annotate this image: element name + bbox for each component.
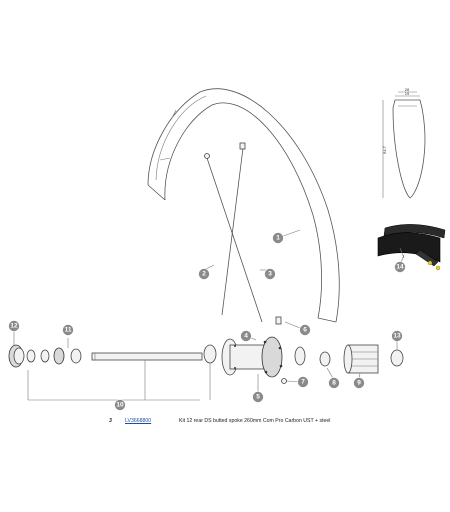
- left-small-parts-drawing: [26, 347, 82, 365]
- part-description: Kit 12 rear DS butted spoke 260mm Com Pr…: [179, 418, 331, 424]
- callout-3: 3: [264, 268, 276, 280]
- parts-list-row: 3 LV3668800 Kit 12 rear DS butted spoke …: [100, 418, 440, 430]
- end-cap-left-drawing: [8, 344, 25, 368]
- callout-13: 13: [391, 330, 403, 342]
- svg-text:2: 2: [202, 271, 206, 278]
- svg-text:13: 13: [393, 333, 401, 340]
- small-parts-center-drawing: [275, 316, 331, 384]
- svg-text:9: 9: [357, 380, 361, 387]
- leader-lines: [13, 229, 405, 401]
- callout-10: 10: [114, 399, 126, 411]
- hub-body-drawing: [221, 336, 283, 378]
- svg-text:6: 6: [303, 327, 307, 334]
- tire-detail-drawing: [377, 224, 446, 271]
- svg-text:7: 7: [301, 379, 305, 386]
- callout-2: 2: [198, 268, 210, 280]
- rim-drawing: [147, 88, 340, 323]
- dimension-outer-width: 28: [405, 87, 410, 92]
- callout-7: 7: [297, 376, 309, 388]
- end-cap-right-drawing: [390, 349, 404, 367]
- hub-bearing-drawing: [203, 344, 217, 364]
- callout-12: 12: [8, 320, 20, 332]
- svg-text:4: 4: [244, 333, 248, 340]
- callout-6: 6: [299, 324, 311, 336]
- part-reference-link[interactable]: LV3668800: [125, 418, 152, 424]
- callout-4: 4: [240, 330, 252, 342]
- axle-drawing: [91, 352, 203, 361]
- dimension-rim-height: 64.7: [382, 145, 387, 154]
- spokes-drawing: [204, 142, 263, 323]
- callout-1: 1: [272, 232, 284, 244]
- part-number: 3: [109, 418, 112, 424]
- svg-text:10: 10: [116, 402, 124, 409]
- rim-profile-drawing: 28 19 64.7: [382, 87, 426, 199]
- svg-text:11: 11: [65, 327, 72, 334]
- callout-14: 14: [394, 261, 406, 273]
- freehub-body-drawing: [343, 344, 379, 374]
- callout-9: 9: [353, 377, 365, 389]
- svg-text:1: 1: [276, 235, 280, 242]
- svg-text:5: 5: [256, 394, 260, 401]
- svg-text:14: 14: [396, 264, 404, 271]
- callout-11: 11: [62, 324, 74, 336]
- dimension-inner-width: 19: [405, 91, 410, 96]
- svg-text:3: 3: [268, 271, 272, 278]
- svg-text:12: 12: [10, 323, 18, 330]
- callout-5: 5: [252, 391, 264, 403]
- svg-text:8: 8: [332, 380, 336, 387]
- callout-8: 8: [328, 377, 340, 389]
